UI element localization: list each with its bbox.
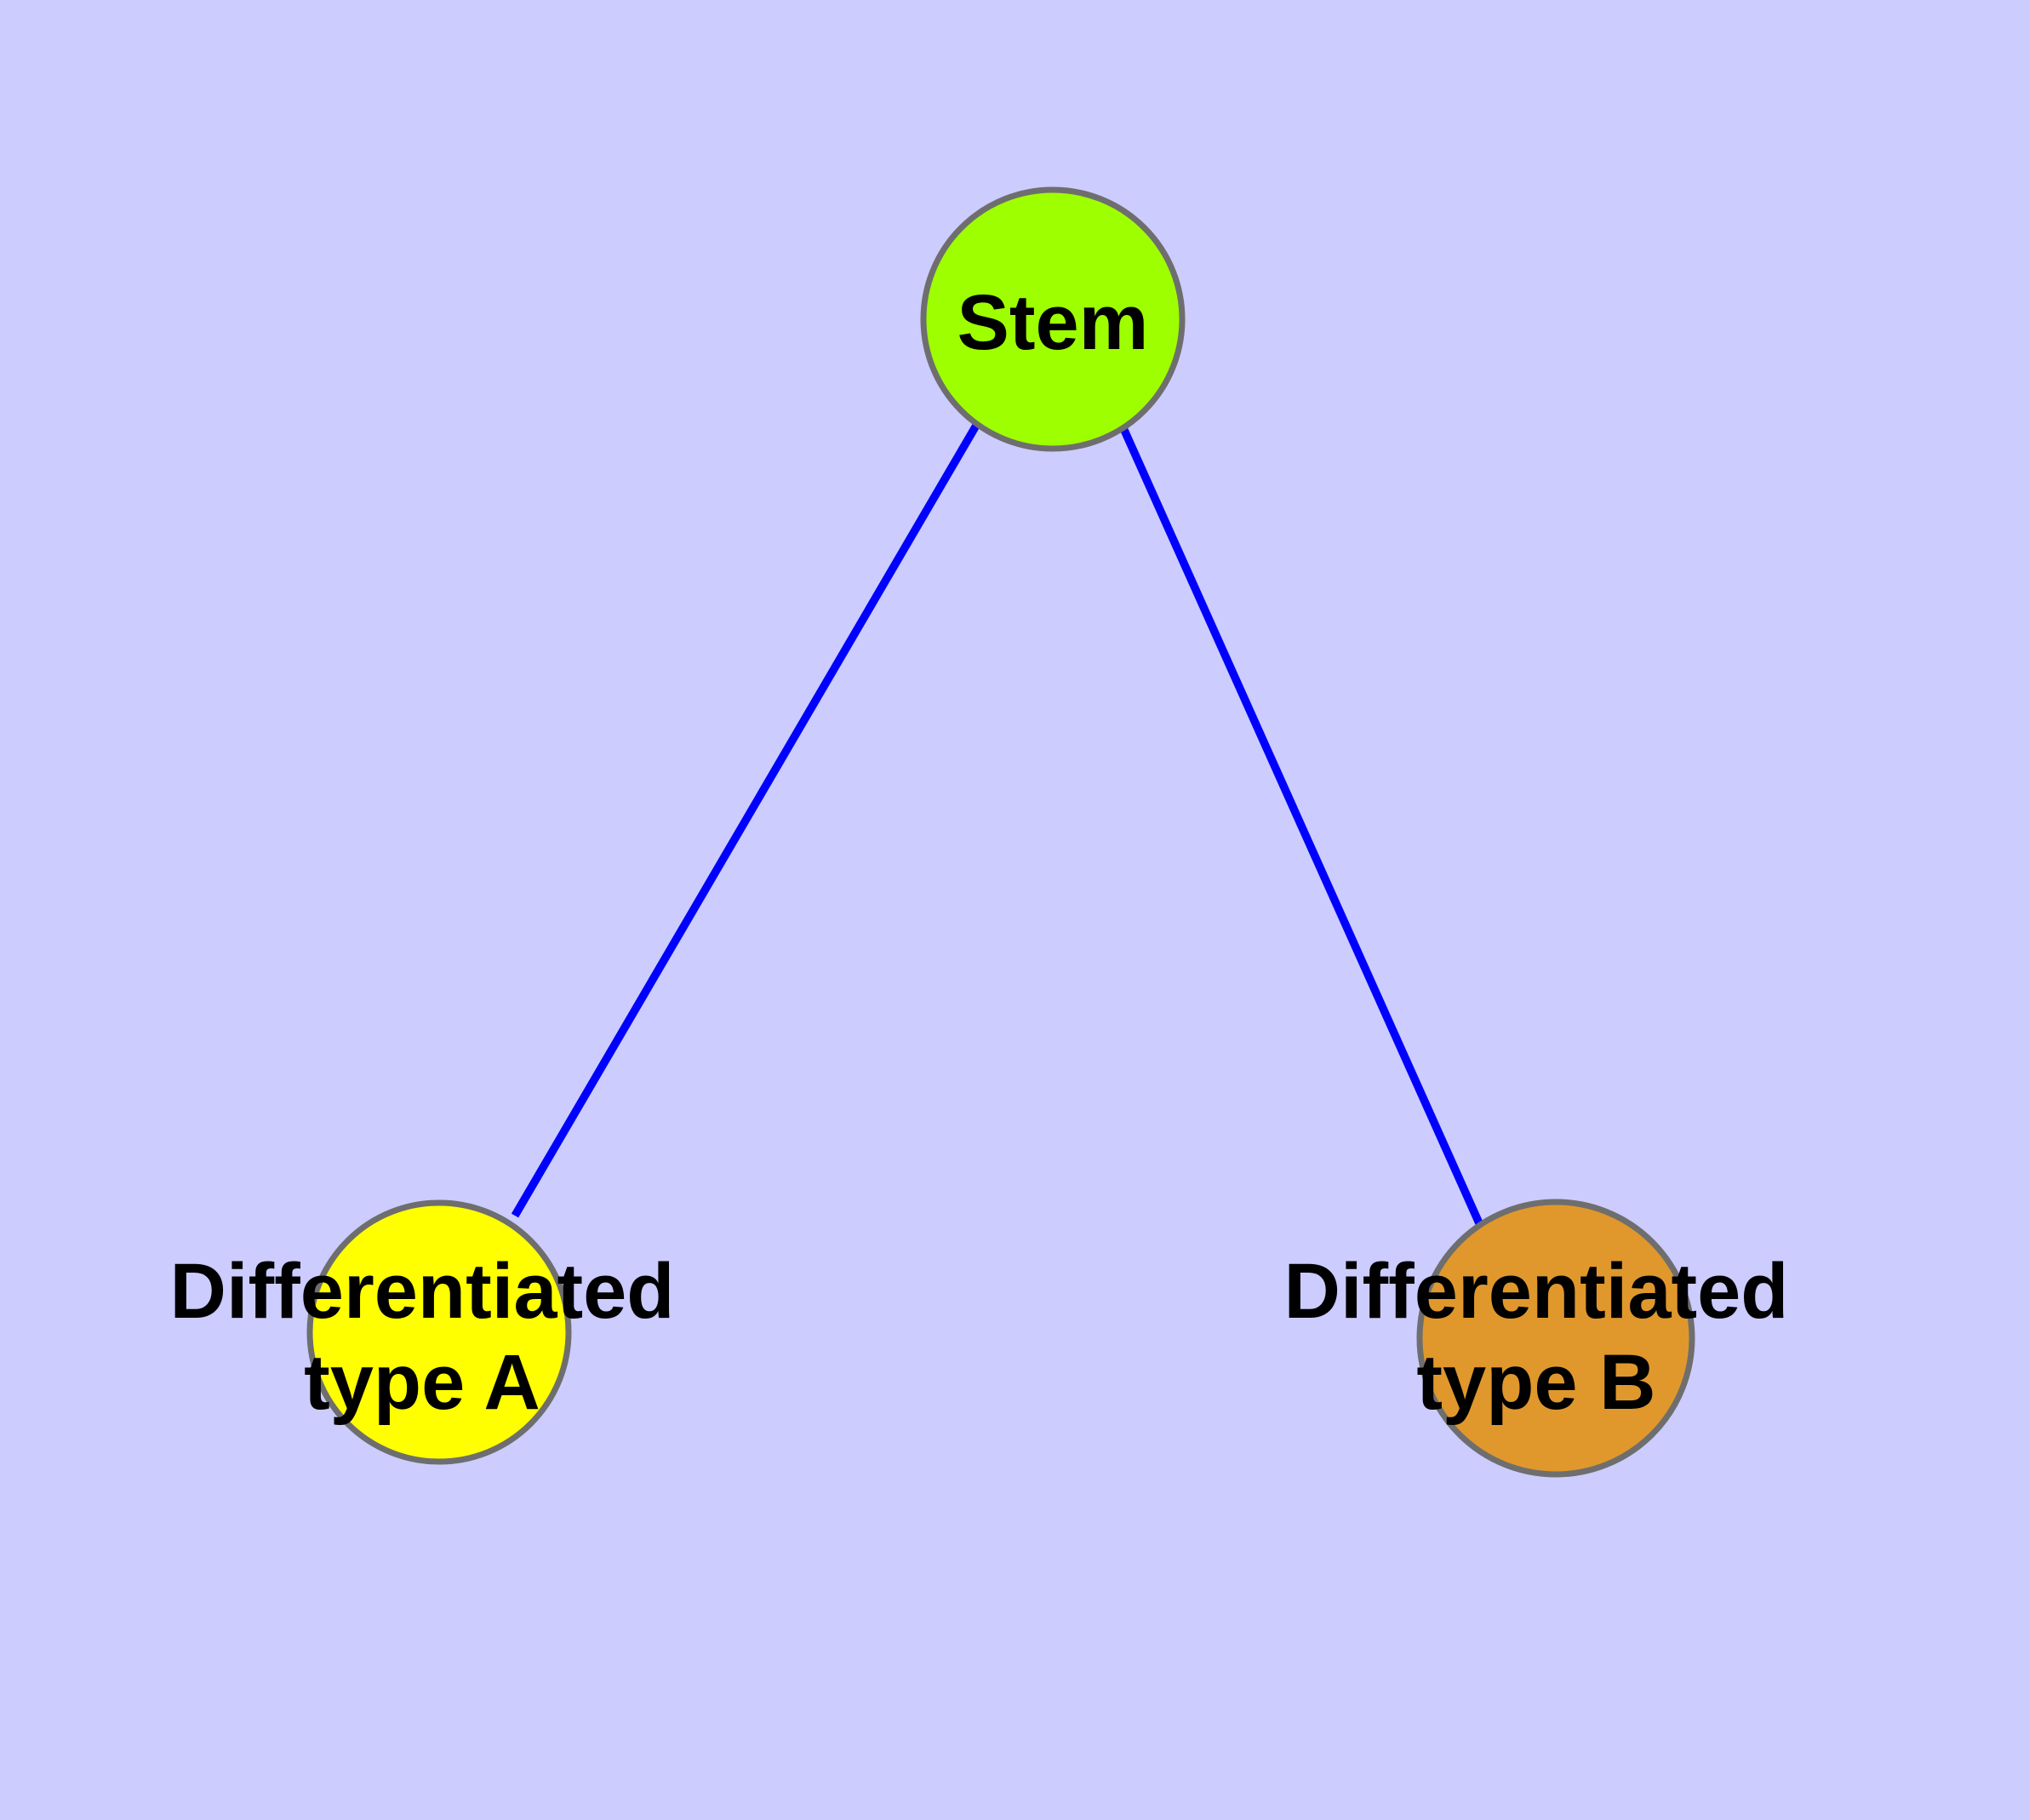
node-label-line: type B [1416, 1339, 1655, 1426]
edge-stem-to-differentiated-type-a[interactable] [511, 421, 981, 1218]
edge-layer [511, 421, 1483, 1225]
node-label-line: Differentiated [1284, 1248, 1789, 1335]
node-label-line: Stem [957, 279, 1149, 366]
node-differentiated-type-b[interactable] [1416, 1199, 1695, 1478]
node-label-line: Differentiated [170, 1248, 675, 1335]
node-stem[interactable] [920, 186, 1186, 452]
node-layer [306, 186, 1695, 1478]
node-label-stem: Stem [957, 279, 1149, 366]
node-label-line: type A [304, 1339, 540, 1426]
edge-stem-to-differentiated-type-b[interactable] [1119, 426, 1483, 1225]
node-differentiated-type-a[interactable] [306, 1199, 572, 1465]
